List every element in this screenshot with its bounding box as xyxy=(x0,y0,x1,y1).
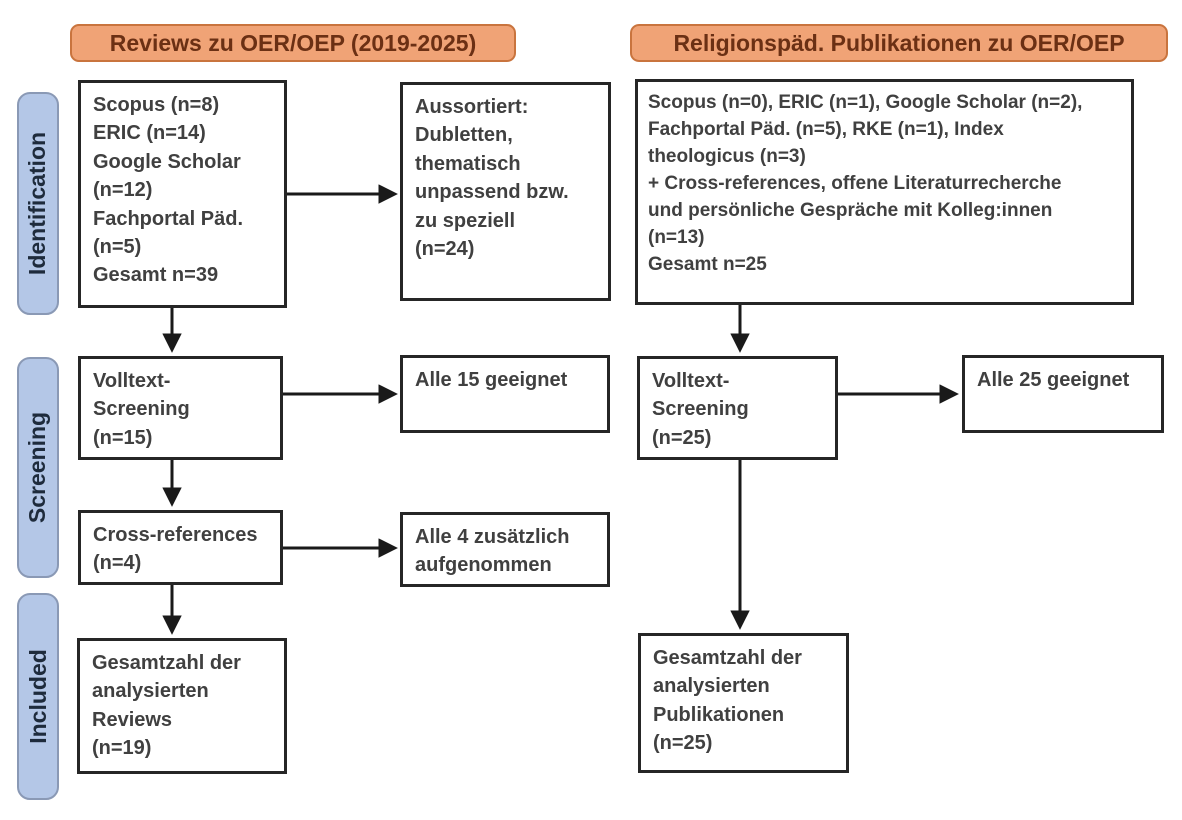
box-left-identification-sources: Scopus (n=8) ERIC (n=14) Google Scholar … xyxy=(78,80,287,308)
stage-label-screening: Screening xyxy=(17,357,59,578)
stage-label-screening-text: Screening xyxy=(24,411,51,524)
box-right-fulltext-screening: Volltext- Screening (n=25) xyxy=(637,356,838,460)
box-left-fulltext-screening: Volltext- Screening (n=15) xyxy=(78,356,283,460)
box-right-included-total: Gesamtzahl der analysierten Publikatione… xyxy=(638,633,849,773)
box-left-eligible: Alle 15 geeignet xyxy=(400,355,610,433)
box-right-identification-sources: Scopus (n=0), ERIC (n=1), Google Scholar… xyxy=(635,79,1134,305)
column-header-reviews: Reviews zu OER/OEP (2019-2025) xyxy=(70,24,516,62)
column-header-religionspaed-publikationen: Religionspäd. Publikationen zu OER/OEP xyxy=(630,24,1168,62)
stage-label-identification: Identification xyxy=(17,92,59,315)
stage-label-identification-text: Identification xyxy=(24,131,51,276)
stage-label-included-text: Included xyxy=(24,649,51,744)
box-left-excluded: Aussortiert: Dubletten, thematisch unpas… xyxy=(400,82,611,301)
box-left-added: Alle 4 zusätzlich aufgenommen xyxy=(400,512,610,587)
box-left-cross-references: Cross-references (n=4) xyxy=(78,510,283,585)
stage-label-included: Included xyxy=(17,593,59,800)
box-left-included-total: Gesamtzahl der analysierten Reviews (n=1… xyxy=(77,638,287,774)
box-right-eligible: Alle 25 geeignet xyxy=(962,355,1164,433)
